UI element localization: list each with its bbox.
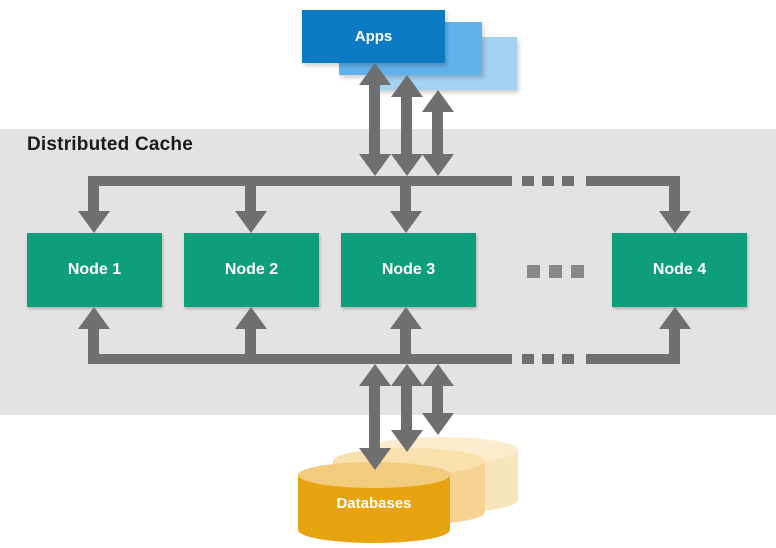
apps-card-front: Apps — [302, 10, 445, 63]
arrow-down-head-node-4 — [659, 211, 691, 233]
db-arrow-2-stem — [401, 385, 412, 431]
bottom-bus-ellipsis-dot — [542, 354, 554, 364]
arrow-stem-from-node-1 — [88, 328, 99, 364]
arrow-stem-to-node-1 — [88, 176, 99, 212]
nodes-ellipsis-icon — [549, 265, 562, 278]
apps-arrow-3-up-head — [422, 90, 454, 112]
top-bus-line-left — [88, 176, 512, 186]
apps-arrow-1-up-head — [359, 63, 391, 85]
apps-arrow-1-down-head — [359, 154, 391, 176]
node-3: Node 3 — [341, 233, 476, 307]
node-2-label: Node 2 — [224, 261, 279, 278]
node-4-label: Node 4 — [652, 261, 707, 278]
arrow-up-head-node-2 — [235, 307, 267, 329]
arrow-up-head-node-3 — [390, 307, 422, 329]
database-cylinder-front: Databases — [298, 462, 450, 543]
distributed-cache-title: Distributed Cache — [27, 134, 193, 155]
db-arrow-2-up-head — [391, 364, 423, 386]
nodes-ellipsis-icon — [527, 265, 540, 278]
db-arrow-1-down-head — [359, 448, 391, 470]
apps-arrow-3-down-head — [422, 154, 454, 176]
nodes-ellipsis-icon — [571, 265, 584, 278]
apps-arrow-2-stem — [401, 96, 412, 155]
node-2: Node 2 — [184, 233, 319, 307]
arrow-down-head-node-1 — [78, 211, 110, 233]
db-arrow-3-up-head — [422, 364, 454, 386]
arrow-stem-to-node-4 — [669, 176, 680, 212]
node-1-label: Node 1 — [67, 261, 122, 278]
top-bus-ellipsis-dot — [542, 176, 554, 186]
bottom-bus-line-right — [586, 354, 680, 364]
apps-arrow-3-stem — [432, 111, 443, 155]
node-1: Node 1 — [27, 233, 162, 307]
top-bus-line-right — [586, 176, 680, 186]
arrow-stem-from-node-3 — [400, 328, 411, 364]
top-bus-ellipsis-dot — [562, 176, 574, 186]
top-bus-ellipsis-dot — [522, 176, 534, 186]
apps-arrow-2-up-head — [391, 75, 423, 97]
apps-label: Apps — [354, 28, 393, 45]
apps-arrow-2-down-head — [391, 154, 423, 176]
arrow-stem-from-node-4 — [669, 328, 680, 364]
db-arrow-3-stem — [432, 385, 443, 414]
arrow-stem-to-node-2 — [245, 176, 256, 212]
databases-label: Databases — [336, 495, 412, 512]
db-arrow-3-down-head — [422, 413, 454, 435]
node-3-label: Node 3 — [381, 261, 436, 278]
bottom-bus-line-left — [88, 354, 512, 364]
arrow-up-head-node-4 — [659, 307, 691, 329]
db-arrow-1-stem — [369, 385, 380, 449]
apps-arrow-1-stem — [369, 84, 380, 155]
db-arrow-2-down-head — [391, 430, 423, 452]
node-4: Node 4 — [612, 233, 747, 307]
bottom-bus-ellipsis-dot — [562, 354, 574, 364]
arrow-up-head-node-1 — [78, 307, 110, 329]
db-arrow-1-up-head — [359, 364, 391, 386]
bottom-bus-ellipsis-dot — [522, 354, 534, 364]
arrow-down-head-node-2 — [235, 211, 267, 233]
arrow-stem-from-node-2 — [245, 328, 256, 364]
arrow-down-head-node-3 — [390, 211, 422, 233]
arrow-stem-to-node-3 — [400, 176, 411, 212]
